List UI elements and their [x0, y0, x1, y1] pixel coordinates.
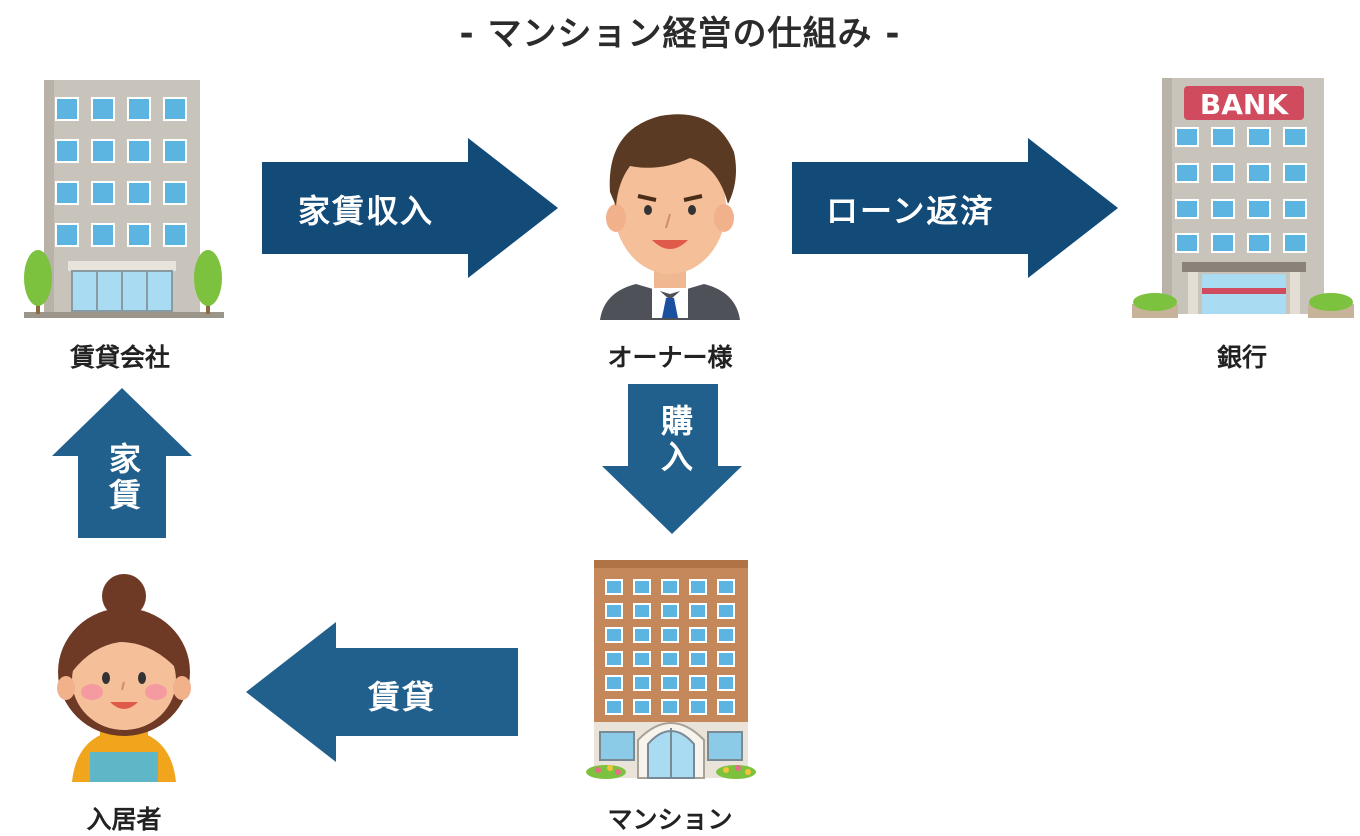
- arrow-lease: [246, 622, 518, 762]
- arrow-rent-income: [262, 138, 558, 278]
- arrow-loan-repayment: [792, 138, 1118, 278]
- rental-company-building-icon: [24, 80, 224, 318]
- label-bank: 銀行: [1216, 343, 1267, 372]
- arrow-label-purchase: 購入: [656, 404, 694, 476]
- label-mansion: マンション: [607, 805, 733, 834]
- mansion-building-icon: [586, 560, 756, 779]
- label-tenant: 入居者: [86, 805, 162, 834]
- arrow-purchase: [602, 384, 742, 534]
- bank-sign-text: BANK: [1200, 88, 1289, 121]
- label-rental-company: 賃貸会社: [69, 343, 170, 372]
- owner-person-icon: [600, 114, 740, 320]
- arrow-label-rent: 家賃: [104, 442, 142, 514]
- arrow-label-loan-repayment: ローン返済: [826, 192, 995, 230]
- arrow-label-rent-income: 家賃収入: [298, 192, 435, 230]
- arrow-rent: [52, 388, 192, 538]
- label-owner: オーナー様: [607, 343, 733, 372]
- diagram-title: - マンション経営の仕組み -: [459, 14, 901, 54]
- arrow-label-lease: 賃貸: [368, 678, 437, 716]
- tenant-person-icon: [57, 574, 191, 782]
- bank-building-icon: BANK: [1132, 78, 1354, 318]
